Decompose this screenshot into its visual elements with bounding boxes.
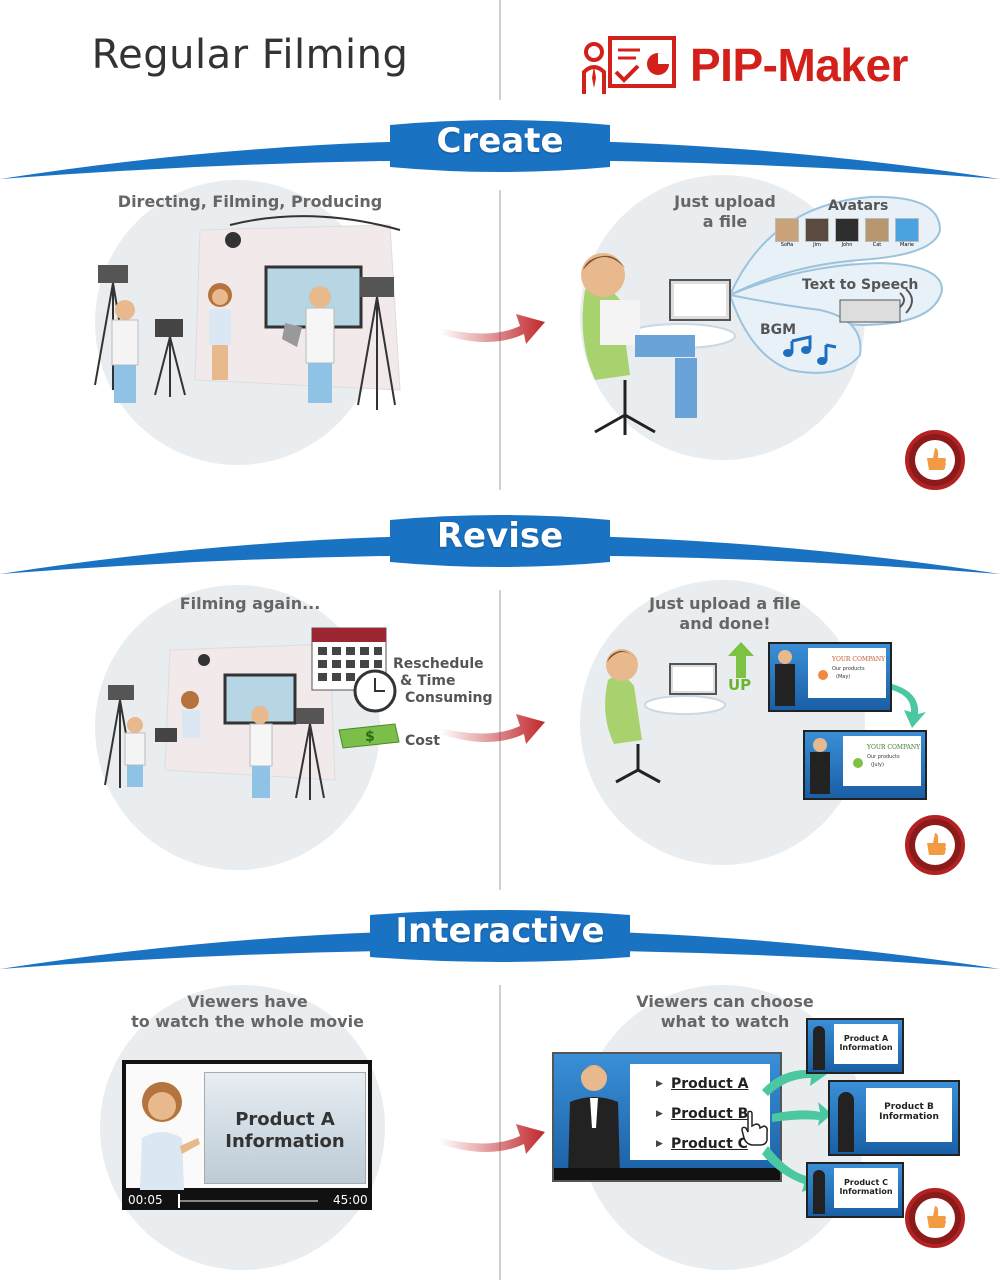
slide-before-products: Our products (832, 666, 865, 672)
result-a-text-1: Product A (843, 1034, 889, 1043)
interactive-arrow (440, 1124, 545, 1154)
result-c-text-1: Product C (844, 1178, 888, 1187)
video-time-current: 00:05 (128, 1193, 163, 1207)
menu-marker-icon: ▶ (656, 1109, 663, 1119)
interactive-title: Interactive (395, 911, 605, 951)
header-divider (499, 0, 501, 100)
interactive-left-caption-2: to watch the whole movie (131, 1012, 364, 1031)
interactive-video (552, 1052, 782, 1182)
result-b-text-1: Product B (884, 1102, 934, 1112)
thumbs-up-revise-icon (905, 815, 965, 875)
interactive-banner (0, 910, 1000, 969)
interactive-video-controls[interactable] (554, 1168, 780, 1180)
menu-marker-icon: ▶ (656, 1079, 663, 1089)
create-banner (0, 120, 1000, 179)
menu-item-product-a[interactable]: Product A (671, 1076, 749, 1092)
result-a-text-2: Information (839, 1043, 893, 1052)
slide-after-company: YOUR COMPANY (867, 744, 921, 751)
video-text-2: Information (225, 1131, 345, 1152)
video-progress-track[interactable] (178, 1200, 318, 1202)
video-text-1: Product A (235, 1109, 335, 1130)
reschedule-label-1: Reschedule (393, 656, 484, 672)
menu-item-product-b[interactable]: Product B (671, 1106, 749, 1122)
avatar-thumb: Sofia (775, 218, 799, 248)
avatar-thumb: Marie (895, 218, 919, 248)
result-product-c: Product C Information (806, 1162, 904, 1218)
result-c-text-2: Information (839, 1187, 893, 1196)
create-left-caption: Directing, Filming, Producing (117, 192, 383, 211)
film-crew-illustration (94, 215, 401, 410)
bgm-label: BGM (760, 322, 797, 338)
presenter-woman-icon (140, 1082, 200, 1190)
uploader-illustration (605, 649, 726, 784)
text-to-speech-label: Text to Speech (802, 277, 919, 293)
brand-name: PIP-Maker (690, 39, 908, 91)
up-arrow-icon (728, 642, 754, 678)
hand-cursor-icon (741, 1110, 768, 1146)
create-right-caption-1: Just upload (674, 192, 776, 211)
interactive-right-caption-1: Viewers can choose (636, 992, 814, 1011)
slide-after: YOUR COMPANY Our products (July) (803, 730, 927, 800)
avatars-label: Avatars (828, 198, 889, 214)
presenter-man-icon (568, 1065, 620, 1176)
create-arrow (440, 314, 545, 344)
up-label: UP (728, 676, 752, 694)
product-a-slide: Product A Information (204, 1072, 366, 1184)
interactive-divider (499, 985, 501, 1280)
revise-left-caption: Filming again... (179, 594, 321, 613)
svg-text:$: $ (365, 729, 375, 745)
choice-menu (630, 1064, 770, 1160)
video-time-total: 45:00 (333, 1193, 368, 1207)
user-at-laptop-illustration (581, 253, 736, 435)
video-frame: Product A Information (126, 1064, 368, 1190)
money-icon: $ (338, 723, 400, 749)
result-b-text-2: Information (879, 1112, 939, 1122)
video-player[interactable]: Product A Information 00:05 45:00 (122, 1060, 372, 1210)
revise-banner (0, 515, 1000, 574)
thumbs-up-create-icon (905, 430, 965, 490)
interactive-left-caption-1: Viewers have (187, 992, 308, 1011)
refilming-illustration (104, 643, 336, 800)
cost-label: Cost (405, 733, 440, 749)
regular-filming-title: Regular Filming (91, 32, 409, 78)
slide-before-company: YOUR COMPANY (832, 656, 886, 663)
slide-after-month: (July) (871, 762, 884, 768)
slide-after-products: Our products (867, 754, 900, 760)
revise-title: Revise (436, 516, 564, 556)
result-product-b: Product B Information (828, 1080, 960, 1156)
pip-maker-brand: PIP-Maker (580, 30, 908, 100)
avatar-thumb: John (835, 218, 859, 248)
slide-before: YOUR COMPANY Our products (May) (768, 642, 892, 712)
calendar-icon (311, 627, 387, 691)
create-right-caption-2: a file (702, 212, 748, 231)
green-curve-arrow (892, 684, 926, 728)
clock-icon (353, 669, 397, 713)
reschedule-label-3: Consuming (405, 690, 493, 706)
menu-marker-icon: ▶ (656, 1139, 663, 1149)
video-progress-handle[interactable] (178, 1194, 180, 1208)
reschedule-label-2: & Time (400, 673, 456, 689)
result-product-a: Product A Information (806, 1018, 904, 1074)
avatar-thumb: Jim (805, 218, 829, 248)
slide-before-month: (May) (836, 674, 851, 680)
revise-arrow (440, 714, 545, 744)
revise-right-caption-2: and done! (679, 614, 771, 633)
create-title: Create (436, 121, 564, 161)
avatar-row: Sofia Jim John Cat Marie (775, 218, 919, 248)
revise-right-caption-1: Just upload a file (649, 594, 801, 613)
pip-maker-logo-icon (582, 36, 676, 94)
avatar-thumb: Cat (865, 218, 889, 248)
thumbs-up-interactive-icon (905, 1188, 965, 1248)
menu-item-product-c[interactable]: Product C (671, 1136, 748, 1152)
interactive-right-caption-2: what to watch (660, 1012, 790, 1031)
